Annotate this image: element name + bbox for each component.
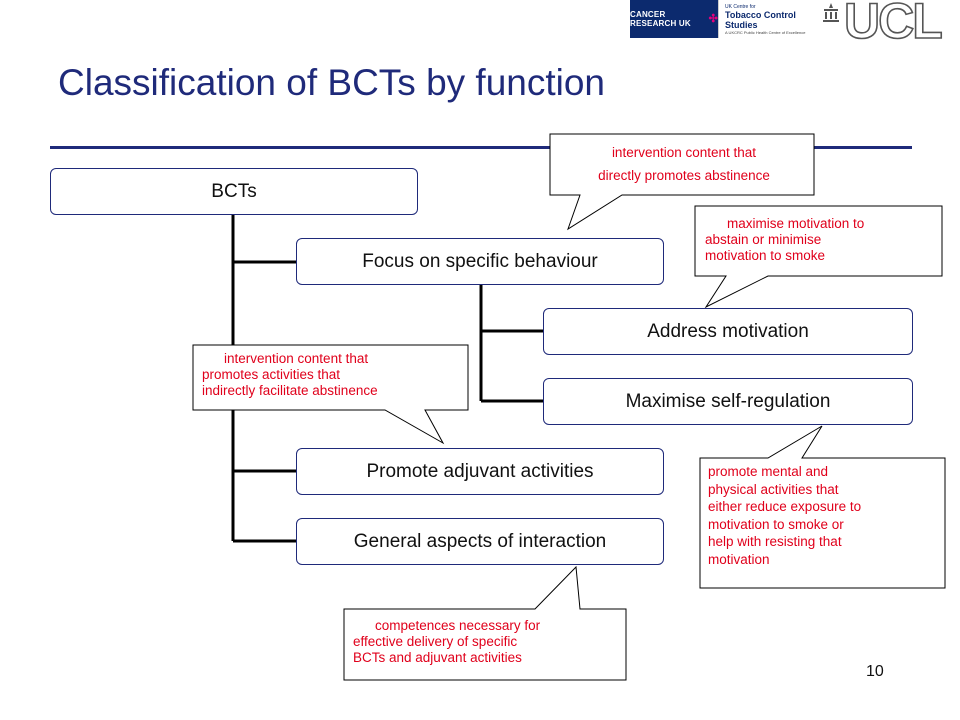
node-selfreg-label: Maximise self-regulation (625, 390, 831, 412)
callout-competences-line-1: competences necessary for (375, 618, 541, 633)
callout-motivation-line-1: maximise motivation to (727, 216, 865, 231)
callout-selfreg-bubble (699, 425, 946, 589)
tobacco-logo-sub-text: A UKCRC Public Health Centre of Excellen… (725, 29, 806, 35)
callout-motivation-line-2: abstain or minimise (705, 232, 822, 247)
callout-indirect-line-2: promotes activities that (202, 367, 341, 382)
title-underline (50, 146, 912, 149)
node-bcts: BCTs (50, 168, 418, 215)
ucl-building-icon (823, 3, 839, 22)
slide-title: Classification of BCTs by function (58, 62, 606, 103)
node-general-label: General aspects of interaction (353, 530, 607, 552)
tobacco-logo-small-text: UK Centre for (725, 3, 756, 10)
header-logos: CANCER RESEARCH UK ✣ UK Centre for Tobac… (630, 0, 960, 50)
node-motivation-label: Address motivation (647, 320, 809, 342)
callout-direct-bubble (549, 133, 815, 231)
callout-competences-bubble (343, 565, 627, 681)
node-address-motivation: Address motivation (543, 308, 913, 355)
callout-direct-line-2: directly promotes abstinence (598, 168, 770, 183)
callout-selfreg-line-2: physical activities that (708, 481, 839, 497)
callout-indirect-line-1: intervention content that (224, 351, 369, 366)
tobacco-logo-main-text: Tobacco Control Studies (725, 9, 796, 30)
node-adjuvant-label: Promote adjuvant activities (366, 460, 594, 482)
callout-competences-line-3: BCTs and adjuvant activities (353, 650, 522, 665)
cruk-logo-text: CANCER RESEARCH UK (630, 10, 691, 28)
callout-motivation-line-3: motivation to smoke (705, 248, 826, 263)
callout-selfreg-text: promote mental and physical activities t… (708, 463, 944, 569)
node-focus-label: Focus on specific behaviour (362, 250, 598, 272)
callout-direct-text: intervention content that directly promo… (558, 141, 810, 187)
callout-selfreg-line-4: motivation to smoke or (708, 516, 844, 532)
ucl-logo: UCL (816, 0, 960, 50)
page-number: 10 (866, 663, 884, 680)
callout-selfreg-line-3: either reduce exposure to (708, 499, 862, 515)
callout-indirect-text: intervention content that promotes activ… (202, 351, 466, 399)
callout-selfreg-line-6: motivation (708, 551, 770, 567)
ucl-logo-text: UCL (843, 0, 943, 50)
callout-competences-line-2: effective delivery of specific (353, 634, 518, 649)
callout-indirect-line-3: indirectly facilitate abstinence (202, 383, 378, 398)
callout-motivation-text: maximise motivation to abstain or minimi… (705, 216, 941, 264)
callout-competences-text: competences necessary for effective deli… (353, 618, 625, 666)
callout-selfreg-line-5: help with resisting that (708, 534, 842, 550)
callout-selfreg-line-1: promote mental and (708, 464, 829, 479)
callout-indirect-bubble (192, 344, 469, 445)
cancer-research-uk-logo: CANCER RESEARCH UK ✣ (630, 0, 718, 38)
node-maximise-self-regulation: Maximise self-regulation (543, 378, 913, 425)
node-promote-adjuvant-activities: Promote adjuvant activities (296, 448, 664, 495)
node-focus-specific-behaviour: Focus on specific behaviour (296, 238, 664, 285)
node-bcts-label: BCTs (211, 180, 257, 202)
node-general-aspects-interaction: General aspects of interaction (296, 518, 664, 565)
callout-motivation-bubble (694, 205, 943, 309)
tobacco-control-logo: UK Centre for Tobacco Control Studies A … (718, 0, 816, 38)
cruk-dots-icon: ✣ (708, 12, 718, 25)
callout-direct-line-1: intervention content that (611, 145, 757, 160)
